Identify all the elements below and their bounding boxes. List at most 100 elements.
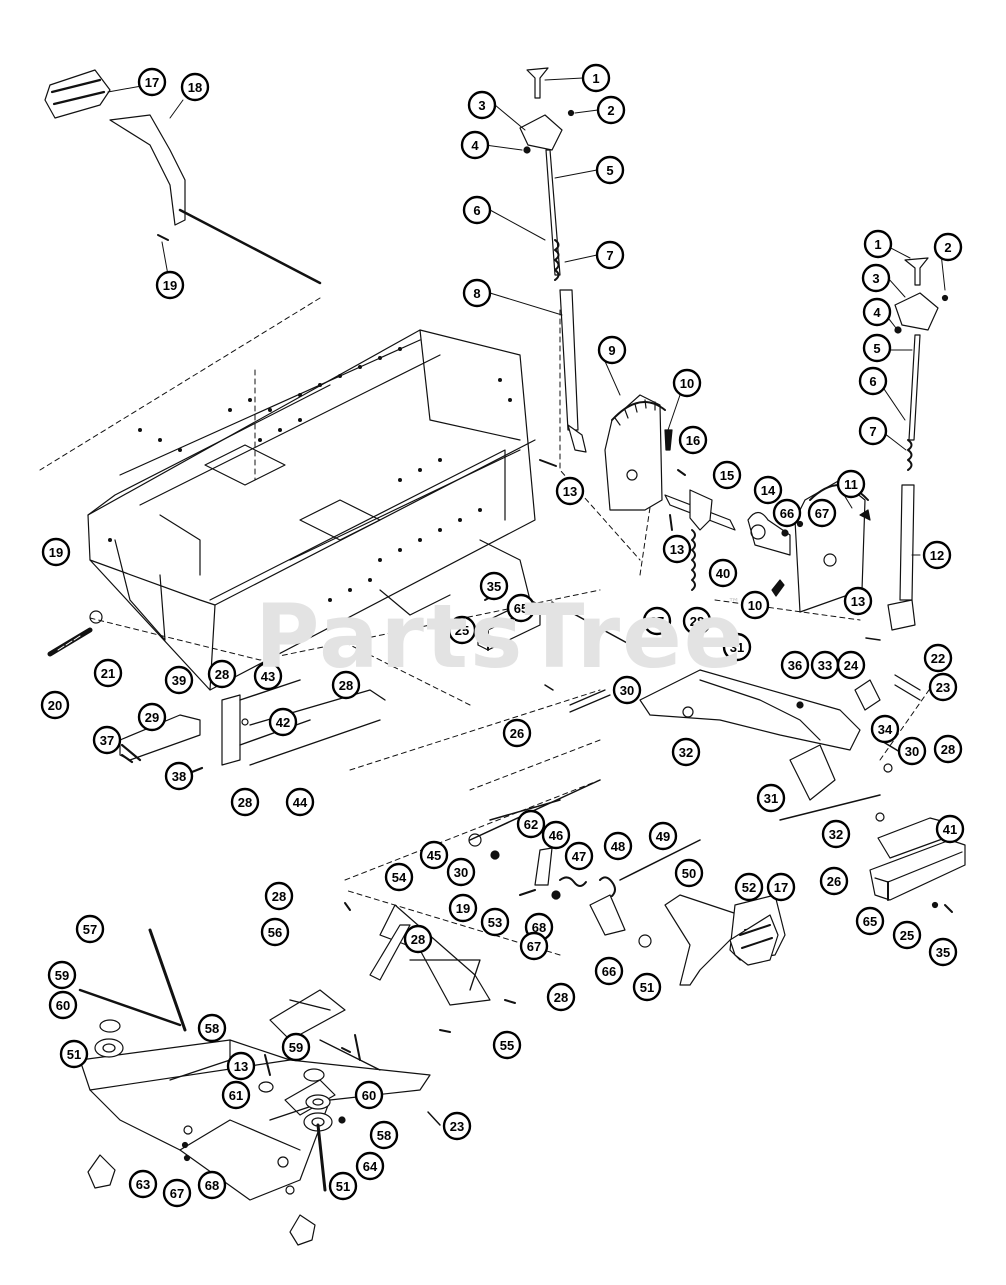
callout-circle (642, 606, 672, 636)
callout-circle (861, 263, 891, 293)
callout-label-12: 12 (930, 548, 944, 563)
callout-circle (92, 725, 122, 755)
callout-label-57: 57 (83, 922, 97, 937)
callout-label-39: 39 (172, 673, 186, 688)
main-frame (87, 329, 536, 691)
callout-circle (858, 366, 888, 396)
callout-label-46: 46 (549, 828, 563, 843)
callout-circle (467, 90, 497, 120)
callout-circle (226, 1051, 256, 1081)
callout-label-60: 60 (56, 998, 70, 1013)
callout-label-17: 17 (774, 880, 788, 895)
callout-circle (155, 270, 185, 300)
callout-label-2: 2 (607, 103, 614, 118)
callout-circle (712, 460, 742, 490)
callout-circle (780, 650, 810, 680)
callout-circle (766, 872, 796, 902)
callout-label-48: 48 (611, 839, 625, 854)
callout-label-42: 42 (276, 715, 290, 730)
callout-circle (480, 907, 510, 937)
callout-label-19: 19 (456, 901, 470, 916)
callout-label-41: 41 (943, 822, 957, 837)
callout-label-56: 56 (268, 925, 282, 940)
callout-circle (897, 736, 927, 766)
callout-circle (596, 95, 626, 125)
callout-circle (595, 240, 625, 270)
callout-label-16: 16 (686, 433, 700, 448)
callout-circle (162, 1178, 192, 1208)
callout-label-66: 66 (602, 964, 616, 979)
callout-label-51: 51 (640, 980, 654, 995)
callout-circle (928, 672, 958, 702)
callout-label-3: 3 (872, 271, 879, 286)
callout-circle (59, 1039, 89, 1069)
callout-label-58: 58 (377, 1128, 391, 1143)
callout-circle (836, 469, 866, 499)
callout-label-30: 30 (905, 744, 919, 759)
callout-label-58: 58 (205, 1021, 219, 1036)
callout-label-19: 19 (49, 545, 63, 560)
callout-circle (863, 229, 893, 259)
callout-label-19: 19 (163, 278, 177, 293)
callout-label-28: 28 (690, 614, 704, 629)
callout-circle (862, 333, 892, 363)
callout-label-45: 45 (427, 848, 441, 863)
callout-circle (502, 718, 532, 748)
pivot-components (664, 469, 881, 641)
callout-circle (843, 586, 873, 616)
callout-label-35: 35 (487, 579, 501, 594)
callout-label-66: 66 (780, 506, 794, 521)
callout-label-28: 28 (339, 678, 353, 693)
callout-label-2: 2 (944, 240, 951, 255)
watermark-trademark: ™ (728, 596, 740, 610)
callout-label-54: 54 (392, 870, 407, 885)
callout-label-49: 49 (656, 829, 670, 844)
callout-label-9: 9 (608, 343, 615, 358)
callout-circle (756, 783, 786, 813)
callout-label-31: 31 (730, 640, 744, 655)
callout-circle (678, 425, 708, 455)
callout-label-20: 20 (48, 698, 62, 713)
callout-label-60: 60 (362, 1088, 376, 1103)
callout-circle (462, 278, 492, 308)
brake-pedal-assembly (44, 69, 322, 285)
callout-label-18: 18 (188, 80, 202, 95)
callout-circle (516, 809, 546, 839)
callout-circle (207, 659, 237, 689)
callout-circle (253, 661, 283, 691)
callout-label-28: 28 (215, 667, 229, 682)
lower-center-linkage (344, 779, 786, 1033)
callout-label-40: 40 (716, 566, 730, 581)
callout-label-55: 55 (500, 1038, 514, 1053)
callout-circle (546, 982, 576, 1012)
callout-label-27: 27 (650, 614, 664, 629)
right-linkage (639, 669, 921, 822)
callout-circle (354, 1080, 384, 1110)
callout-circle (260, 917, 290, 947)
callout-label-23: 23 (450, 1119, 464, 1134)
callout-circle (648, 821, 678, 851)
callout-label-28: 28 (272, 889, 286, 904)
callout-circle (595, 155, 625, 185)
callout-label-59: 59 (55, 968, 69, 983)
callout-label-11: 11 (844, 477, 858, 492)
callout-label-13: 13 (851, 594, 865, 609)
callout-label-28: 28 (411, 932, 425, 947)
callout-circle (369, 1120, 399, 1150)
callout-circle (41, 537, 71, 567)
callout-circle (821, 819, 851, 849)
callout-label-1: 1 (592, 71, 599, 86)
callout-label-34: 34 (878, 722, 893, 737)
callout-label-32: 32 (679, 745, 693, 760)
callout-circle (93, 658, 123, 688)
callout-label-51: 51 (336, 1179, 350, 1194)
callout-circle (807, 498, 837, 528)
callout-label-26: 26 (827, 874, 841, 889)
callout-circle (594, 956, 624, 986)
callout-label-35: 35 (936, 945, 950, 960)
callout-label-59: 59 (289, 1040, 303, 1055)
callout-circle (448, 893, 478, 923)
callout-label-50: 50 (682, 866, 696, 881)
